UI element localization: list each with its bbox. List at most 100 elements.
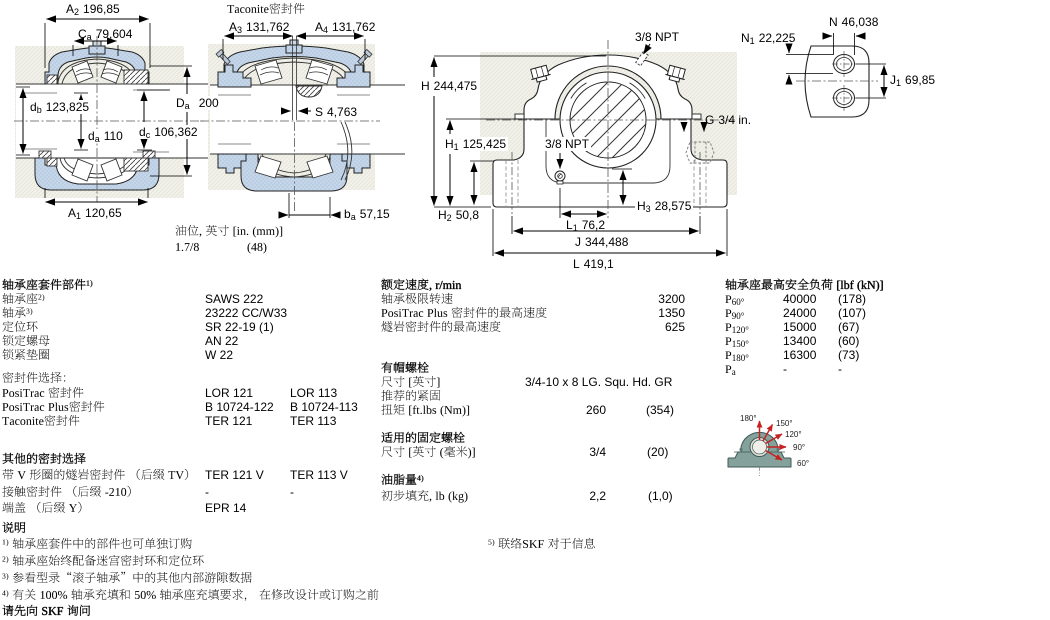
dim-value: 131,762	[246, 20, 290, 34]
dim-base: H	[421, 79, 430, 93]
dim-base: H	[438, 208, 447, 222]
note-item	[2, 588, 380, 603]
dim-value: 344,488	[585, 235, 629, 249]
load-label: P180°	[725, 348, 749, 363]
side-plug-hidden	[685, 141, 715, 164]
load-metric: (73)	[838, 348, 860, 362]
dim-value: 125,425	[462, 137, 507, 151]
load-metric: (60)	[838, 334, 860, 348]
cap-bolt-left	[530, 64, 551, 83]
dim-subscript: 1	[572, 223, 578, 233]
dim-subscript: 4	[323, 25, 329, 35]
housing-part-value: 23222 CC/W33	[205, 306, 288, 320]
housing-part-label	[2, 348, 51, 363]
housing-part-value: W 22	[205, 348, 234, 362]
dim-base: A	[229, 20, 238, 34]
joint-bolt-right	[142, 150, 156, 159]
dim-subscript: 3	[237, 25, 243, 35]
attachment-bolts-header	[381, 431, 466, 446]
oil-level-inch	[175, 240, 201, 255]
seal-split-lines	[292, 36, 297, 120]
taconite-seal-right	[336, 64, 371, 88]
dim-base: L	[573, 257, 580, 271]
load-subscript: 60°	[731, 297, 745, 307]
load-subscript: 120°	[731, 325, 749, 335]
seal-label	[2, 386, 85, 401]
dim-subscript: a	[350, 212, 356, 222]
dim-value: 22,225	[758, 31, 796, 45]
dim-value: 110	[103, 129, 123, 143]
cap-bolts-size-value: 3/4-10 x 8 LG. Squ. Hd. GR	[525, 375, 673, 389]
load-value: 24000	[783, 306, 817, 320]
attachment-bolts-size-value: 3/4	[589, 445, 606, 459]
seal-label	[2, 414, 81, 429]
dim-subscript: 3	[645, 204, 651, 214]
bearing-upper-2	[235, 57, 353, 87]
dim-base: b	[344, 207, 351, 221]
dim-value: 200	[198, 96, 219, 110]
grease-fill-metric: (1,0)	[648, 489, 673, 503]
other-seals-header	[2, 452, 87, 467]
dim-subscript: a	[86, 32, 92, 42]
dim-value: 123,825	[45, 100, 90, 114]
dimension-lines-d4	[785, 32, 888, 99]
load-metric: (178)	[838, 292, 867, 306]
dim-subscript: 1	[896, 78, 902, 88]
cap-bolts-torque-label1	[381, 389, 442, 404]
cap-bolts-size-label	[381, 375, 442, 390]
locating-ring	[295, 85, 323, 98]
load-label: P150°	[725, 334, 749, 349]
load-base: P	[725, 292, 732, 306]
dim-base: C	[78, 27, 87, 41]
grease-fill-value: 2,2	[589, 489, 606, 503]
dim-subscript: 2	[74, 7, 80, 17]
seal-value-2: TER 113	[290, 414, 337, 428]
dim-value: 120,65	[85, 206, 122, 220]
other-seal-label	[2, 468, 198, 483]
speed-value: 1350	[658, 306, 685, 320]
load-base: P	[725, 320, 732, 334]
housing-part-value: AN 22	[205, 334, 239, 348]
housing-part-label	[2, 306, 34, 321]
dim-value: 69,85	[905, 73, 936, 87]
dim-value: 4,763	[327, 105, 358, 119]
drawing-foot-view	[785, 32, 888, 118]
load-value: -	[783, 362, 787, 376]
dim-value: 244,475	[433, 79, 478, 93]
dim-base: A	[315, 20, 324, 34]
load-metric: -	[838, 362, 842, 376]
load-value: 40000	[783, 292, 817, 306]
dim-base: D	[176, 96, 185, 110]
load-ratings-header	[725, 278, 885, 293]
dim-base: d	[30, 100, 37, 114]
contact-note	[488, 537, 597, 552]
seal-screw-left	[215, 48, 231, 65]
load-value: 15000	[783, 320, 817, 334]
dim-value: 419,1	[583, 257, 614, 271]
dim-subscript: 1	[453, 142, 459, 152]
housing-part-value: SAWS 222	[205, 292, 264, 306]
angle-label-60: 60°	[797, 459, 810, 468]
load-subscript: 90°	[731, 311, 745, 321]
dimension-lines-d3	[430, 43, 728, 257]
seal-value-1: LOR 121	[205, 386, 254, 400]
seal-value-1: B 10724-122	[205, 400, 274, 414]
speed-label	[381, 292, 454, 307]
dim-base: d	[88, 129, 95, 143]
attachment-bolts-size-metric: (20)	[647, 445, 669, 459]
housing-parts-header	[2, 278, 94, 293]
grease-header	[381, 473, 425, 488]
drain-tube	[340, 121, 353, 181]
seal-value-2: B 10724-113	[290, 400, 358, 414]
dim-subscript: 2	[446, 213, 452, 223]
oil-level-mm	[247, 240, 268, 255]
